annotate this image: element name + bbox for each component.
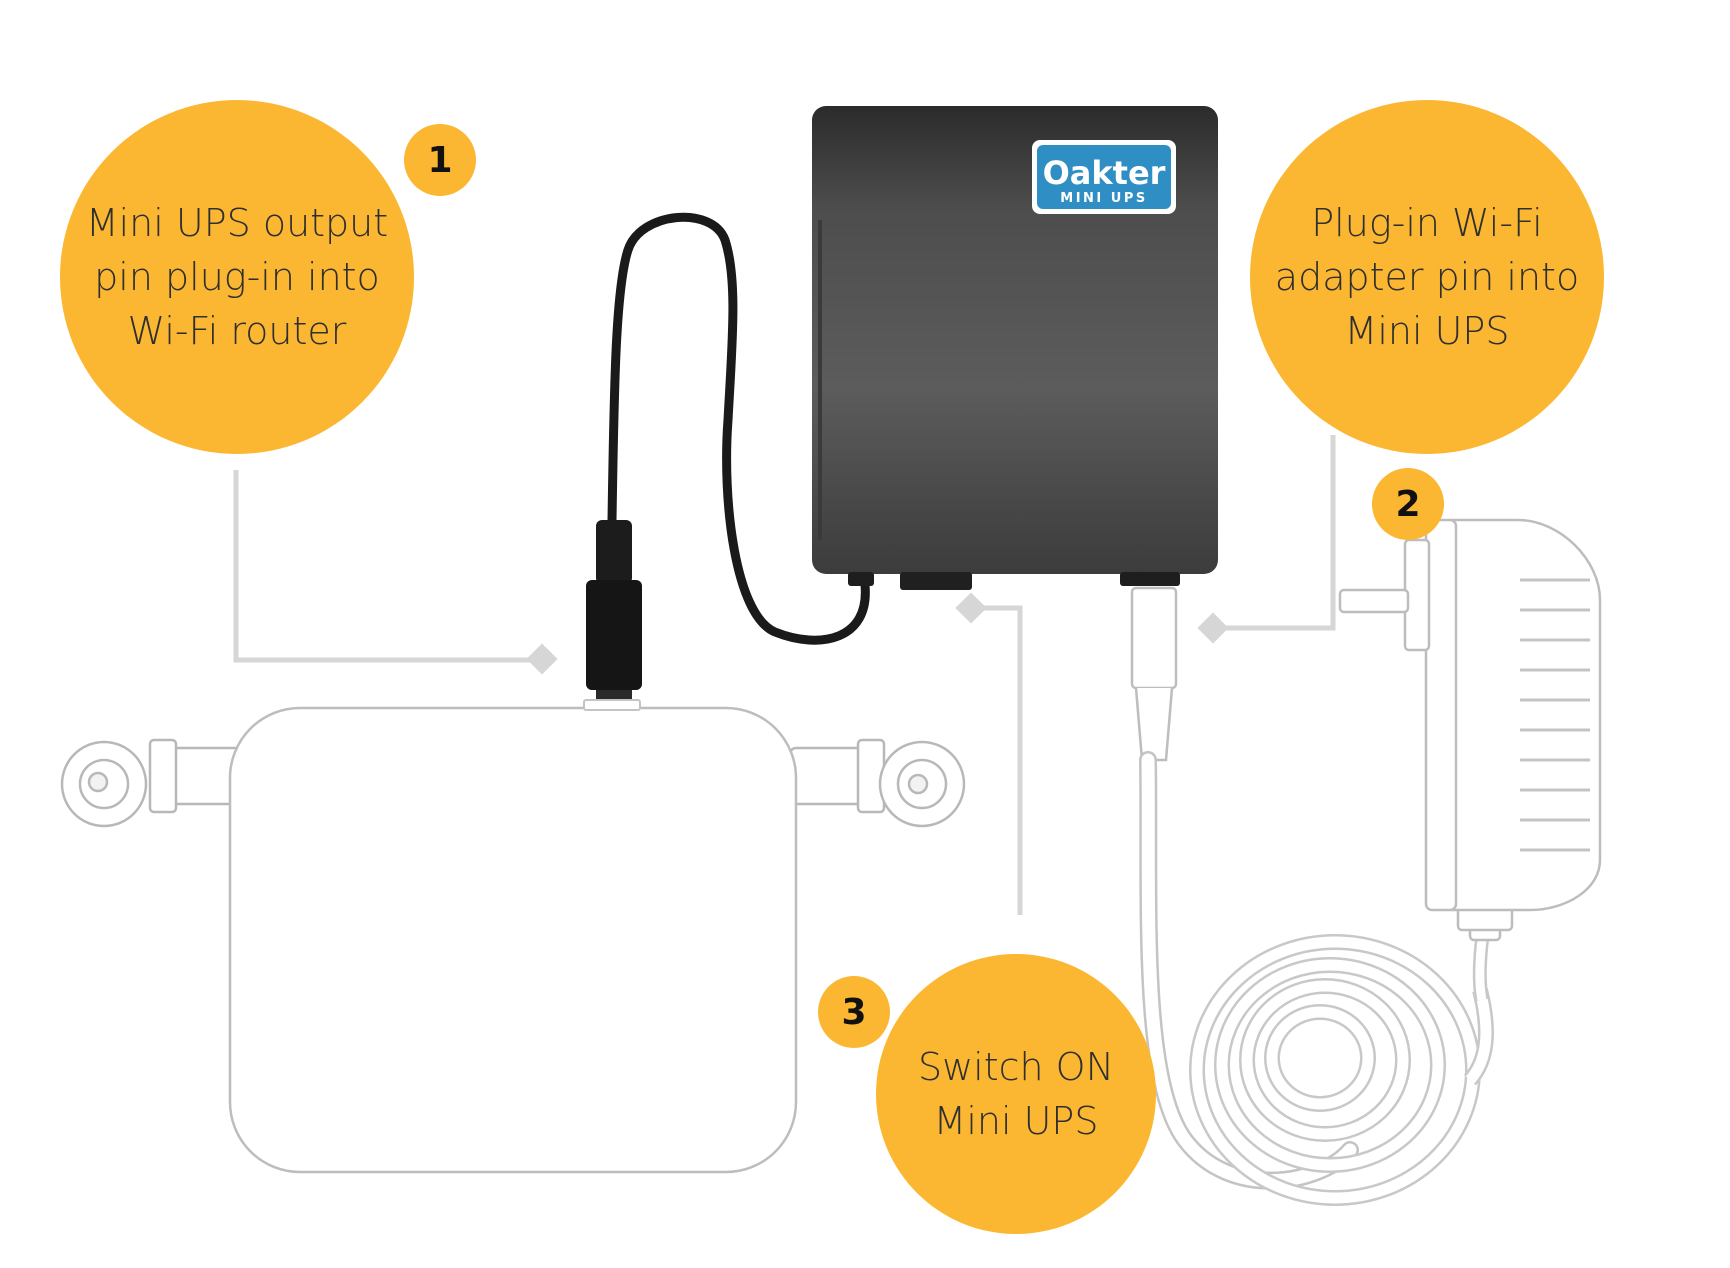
wifi-router [60,699,966,1174]
step-1-text: Mini UPS output pin plug-in into Wi-Fi r… [85,201,389,353]
dc-plug [586,520,642,702]
ups-body [812,106,1218,574]
step-1-number: 1 [427,139,453,181]
step-2-text: Plug-in Wi-Fi adapter pin into Mini UPS [1274,201,1580,353]
ups-output-port [848,572,874,586]
step-3-badge: 3 [818,976,890,1048]
connector-diamond-2 [1197,612,1229,644]
wifi-power-adapter [1338,518,1602,1002]
connector-diamond-3 [955,592,987,624]
logo-model: MINI UPS [1060,191,1147,206]
oakter-logo: Oakter MINI UPS [1032,140,1176,214]
mini-ups-device: Oakter MINI UPS [812,106,1218,590]
step-2-bubble: Plug-in Wi-Fi adapter pin into Mini UPS [1250,100,1604,454]
step-3-number: 3 [841,991,867,1033]
cable-coil [1189,934,1494,1206]
step-3-bubble: Switch ON Mini UPS [876,954,1156,1234]
logo-brand: Oakter [1043,154,1166,192]
dc-cable [607,212,870,645]
connector-lines [233,435,1336,915]
step-3-text: Switch ON Mini UPS [917,1045,1115,1143]
router-antenna-right [788,738,966,828]
step-1-badge: 1 [404,124,476,196]
step-2-number: 2 [1395,483,1421,525]
connector-step-1 [233,470,540,663]
connector-step-3 [970,605,1023,915]
step-2-badge: 2 [1372,468,1444,540]
step-1-bubble: Mini UPS output pin plug-in into Wi-Fi r… [60,100,414,454]
router-antenna-left [60,738,246,828]
connector-diamond-1 [526,643,558,675]
adapter-cable [1130,586,1359,1190]
ups-input-port [1120,572,1180,586]
ups-power-switch [900,572,972,590]
connector-step-2 [1210,435,1336,631]
router-body [228,706,798,1174]
